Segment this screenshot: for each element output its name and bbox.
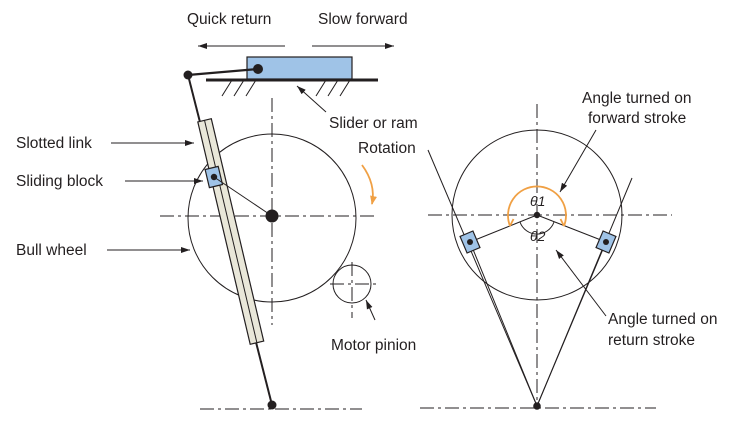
slider-or-ram-label: Slider or ram — [329, 115, 418, 132]
left-crank-pin-line — [469, 241, 538, 407]
labels: Quick return Slow forward Slider or ram … — [16, 11, 717, 354]
crank-arm — [213, 176, 273, 217]
theta2-arc — [519, 221, 555, 235]
theta2-label: θ2 — [530, 228, 546, 244]
bull-wheel-center — [265, 209, 279, 223]
right-crank-radius — [536, 214, 607, 243]
return-angle-leader — [555, 249, 607, 317]
right-crank-pin-line — [536, 241, 607, 407]
theta1-label: θ1 — [530, 193, 545, 209]
quick-return-label: Quick return — [187, 11, 271, 28]
left-crank-radius — [469, 214, 538, 243]
slotted-link-label: Slotted link — [16, 135, 92, 152]
angle-forward-label-line1: Angle turned on — [582, 90, 691, 107]
forward-angle-leader — [559, 129, 597, 193]
angle-forward-label-line2: forward stroke — [588, 110, 686, 127]
left-mechanism — [107, 43, 394, 410]
angle-return-label-line1: Angle turned on — [608, 311, 717, 328]
link-bottom-pivot — [267, 400, 277, 410]
rotation-arrow — [361, 164, 377, 205]
sliding-block-label: Sliding block — [16, 173, 103, 190]
right-stroke-diagram — [420, 104, 672, 410]
right-extreme-block — [595, 230, 617, 254]
slider-guide — [206, 78, 378, 97]
slider-leader — [296, 85, 327, 113]
theta1-arc — [507, 185, 567, 227]
slotted-link — [197, 117, 265, 346]
left-extreme-link — [427, 149, 538, 407]
connecting-rod — [187, 67, 259, 77]
bull-wheel-label: Bull wheel — [16, 242, 87, 259]
angle-return-label-line2: return stroke — [608, 332, 695, 349]
left-extreme-block — [459, 230, 481, 254]
rotation-label: Rotation — [358, 140, 416, 157]
crank-center — [533, 211, 541, 219]
slow-forward-label: Slow forward — [318, 11, 408, 28]
link-pivot — [533, 402, 541, 410]
motor-pinion-label: Motor pinion — [331, 337, 416, 354]
slider-ram — [246, 56, 353, 80]
motor-pinion-leader — [365, 299, 376, 321]
